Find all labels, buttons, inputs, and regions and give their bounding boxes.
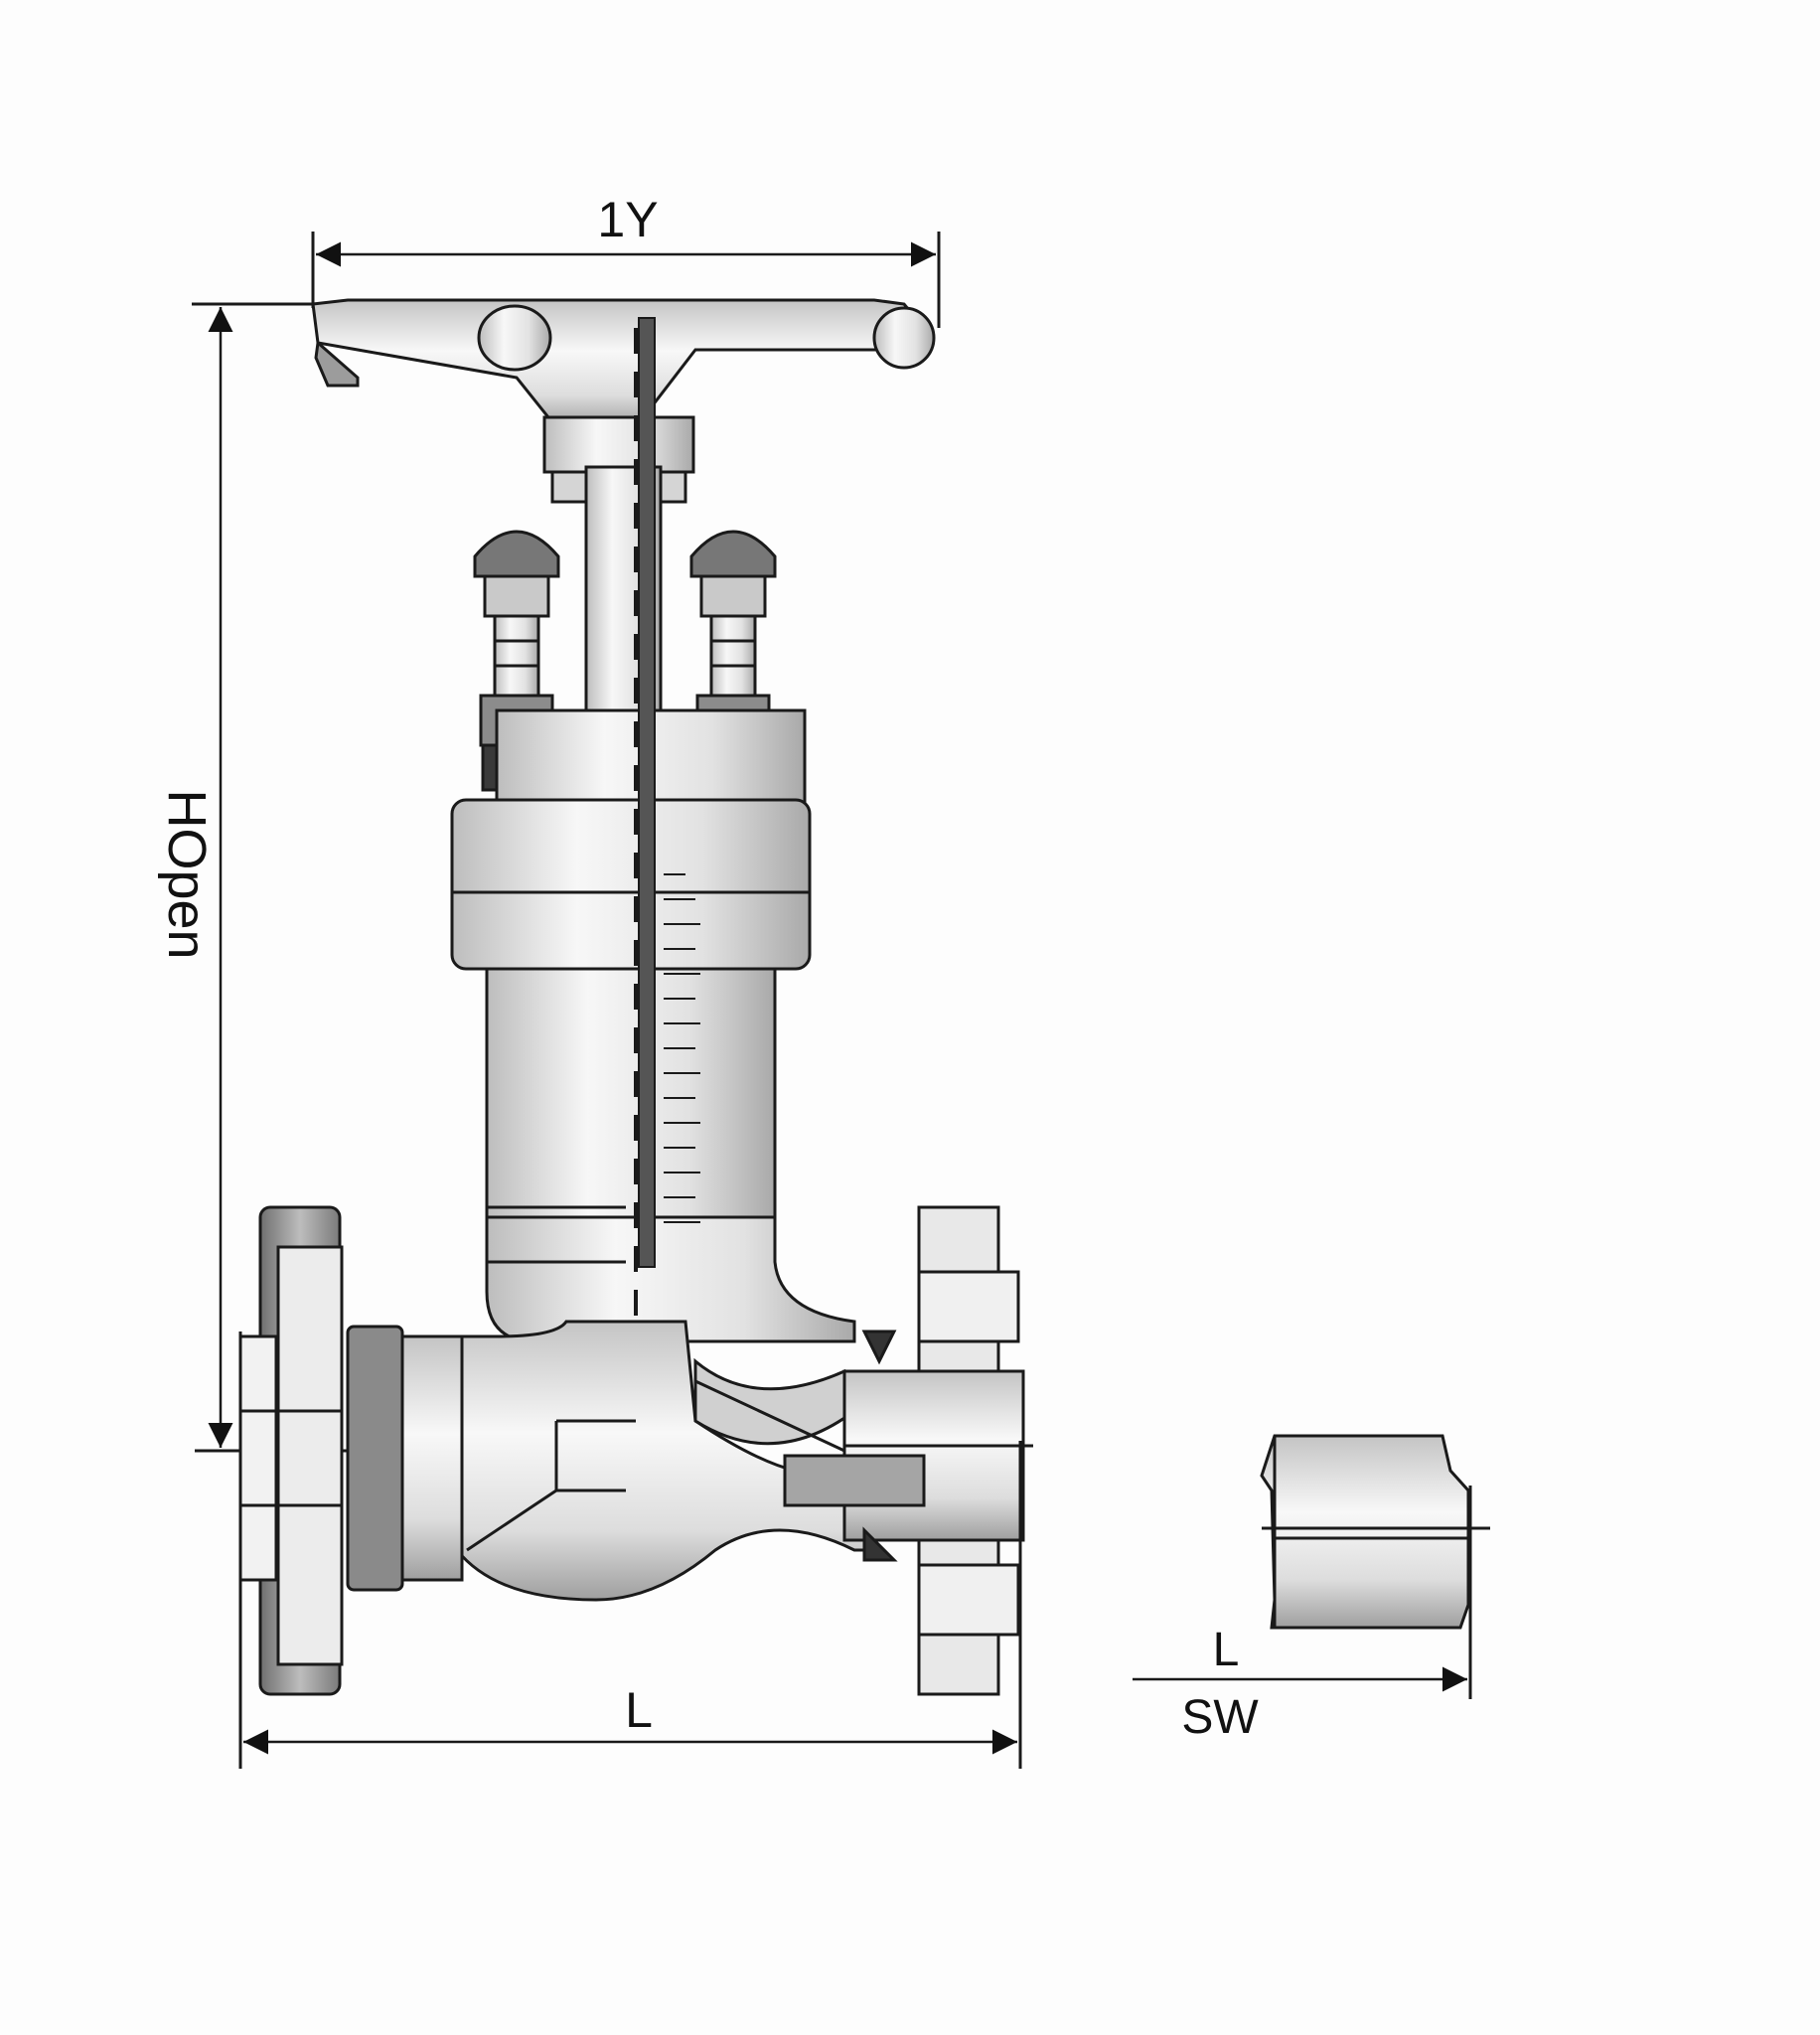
- right-flange: [783, 1205, 1033, 1696]
- valve-body: [405, 1320, 876, 1602]
- left-flange: [238, 1205, 464, 1696]
- dimension-length-flanged: [238, 1331, 1022, 1769]
- bellows: [664, 873, 700, 1223]
- dimension-length-flanged-label: L: [625, 1682, 653, 1738]
- dimension-length-weld-label: L: [1213, 1624, 1240, 1676]
- socket-weld-end: [1260, 1434, 1490, 1699]
- socket-weld-label: SW: [1181, 1691, 1259, 1744]
- dimension-top-width-label: 1Y: [597, 192, 658, 247]
- dimension-top-width: [311, 232, 941, 328]
- handwheel: [311, 298, 936, 504]
- dimension-height-label: HOpen: [157, 789, 217, 959]
